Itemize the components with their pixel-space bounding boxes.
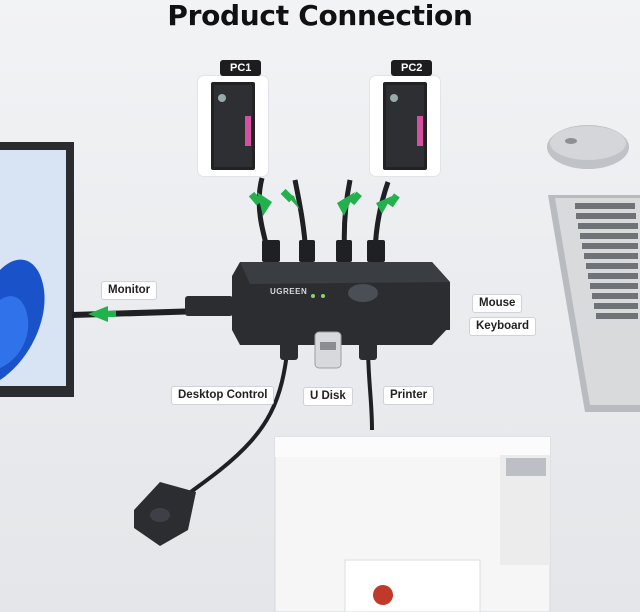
u-disk-label: U Disk xyxy=(303,387,353,406)
device-brand: UGREEN xyxy=(270,287,308,296)
pc1-card xyxy=(198,76,268,176)
pc1-label: PC1 xyxy=(220,60,262,76)
monitor-label: Monitor xyxy=(101,281,158,300)
pc2-card xyxy=(370,76,440,176)
keyboard-icon xyxy=(548,195,640,412)
keyboard-label: Keyboard xyxy=(469,317,537,336)
page-title: Product Connection xyxy=(167,0,473,32)
desktop-control-label: Desktop Control xyxy=(171,386,275,405)
usb-drive-icon xyxy=(314,331,342,369)
pc-tower-icon xyxy=(383,82,427,170)
pc-tower-icon xyxy=(211,82,255,170)
green-arrows xyxy=(248,188,400,216)
remote-button-icon xyxy=(134,482,196,546)
monitor-icon xyxy=(0,142,74,397)
usb-switch-icon xyxy=(232,262,450,345)
mouse-icon xyxy=(547,125,629,169)
printer-label: Printer xyxy=(383,386,435,405)
printer-icon xyxy=(274,436,551,612)
pc2-label: PC2 xyxy=(391,60,433,76)
mouse-label: Mouse xyxy=(472,294,523,313)
